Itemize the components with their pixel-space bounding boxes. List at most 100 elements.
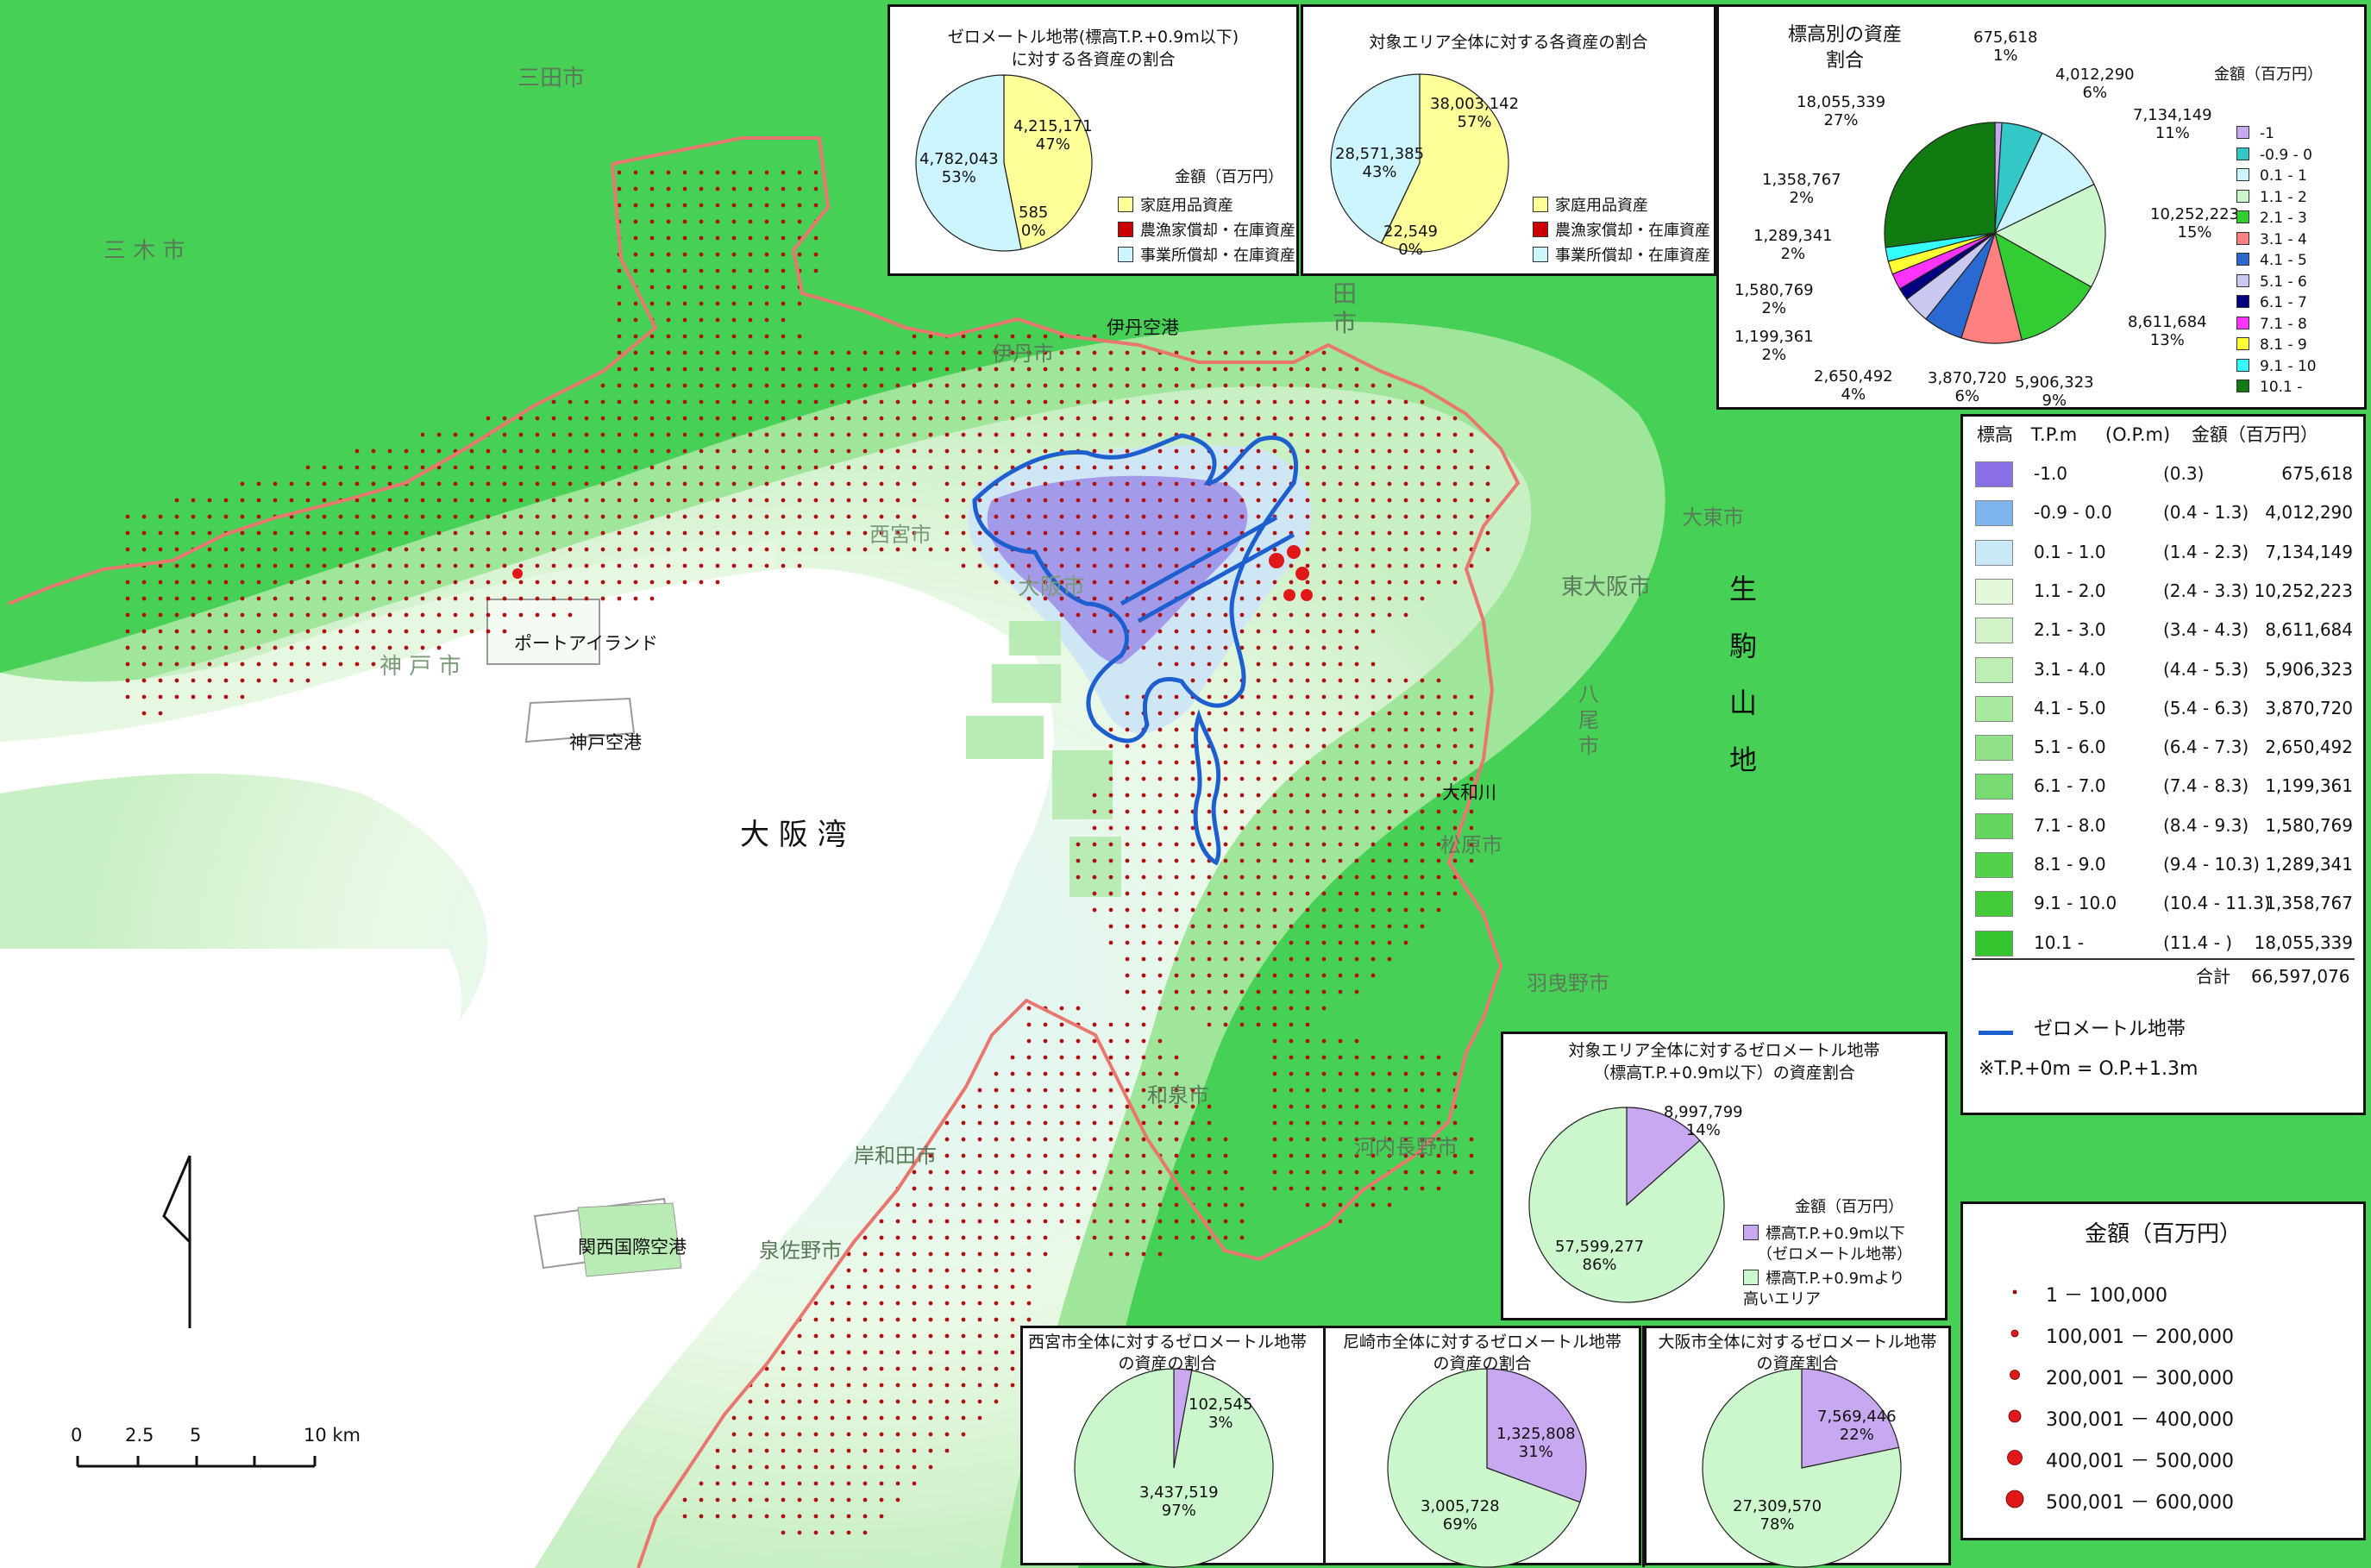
asset-dot: [944, 399, 950, 405]
elevation-range: 8.1 - 9.0: [2034, 854, 2106, 875]
asset-dot: [158, 530, 163, 536]
asset-dot: [977, 465, 982, 470]
asset-dot: [453, 481, 458, 486]
asset-dot: [1305, 1055, 1310, 1060]
asset-dot: [912, 448, 917, 454]
asset-dot: [387, 645, 392, 650]
asset-dot: [1223, 1186, 1228, 1191]
asset-dot: [813, 1350, 819, 1355]
asset-dot: [1141, 580, 1146, 585]
asset-dot: [862, 465, 868, 470]
asset-dot: [338, 580, 343, 585]
asset-dot: [1207, 645, 1212, 650]
asset-dot: [961, 1186, 966, 1191]
asset-dot: [436, 498, 442, 503]
asset-dot: [305, 678, 310, 683]
asset-dot: [682, 367, 687, 372]
asset-dot: [158, 547, 163, 552]
asset-dot: [1436, 760, 1441, 765]
elevation-table-row: 3.1 - 4.0(4.4 - 5.3)5,906,323: [1963, 650, 2363, 689]
asset-dot: [846, 383, 851, 388]
asset-dot: [682, 186, 687, 191]
asset-dot: [1223, 514, 1228, 519]
asset-dot: [1108, 1022, 1113, 1027]
asset-dot: [781, 399, 786, 405]
asset-dot: [617, 170, 622, 175]
asset-dot: [1125, 891, 1130, 896]
asset-dot: [1190, 678, 1195, 683]
asset-dot: [600, 547, 605, 552]
header-op: (O.P.m): [2104, 424, 2171, 445]
asset-dot: [846, 1497, 851, 1502]
legend-swatch: [1118, 197, 1133, 212]
asset-dot: [1141, 367, 1146, 372]
asset-dot: [240, 514, 245, 519]
asset-dot: [584, 547, 589, 552]
asset-dot: [1141, 1104, 1146, 1109]
asset-dot: [961, 1301, 966, 1306]
asset-dot: [764, 481, 769, 486]
asset-dot: [1272, 1022, 1277, 1027]
asset-dot: [1387, 711, 1392, 716]
asset-dot: [1354, 875, 1359, 880]
asset-dot: [1157, 842, 1163, 847]
asset-dot: [453, 596, 458, 601]
asset-dot: [1321, 1038, 1327, 1044]
asset-dot: [1272, 399, 1277, 405]
pie-slice: [1994, 231, 2092, 341]
asset-dot: [862, 1383, 868, 1388]
zero-line-label: ゼロメートル地帯: [2034, 1019, 2186, 1040]
asset-dot: [1338, 629, 1343, 634]
asset-dot: [1076, 1071, 1081, 1076]
op-range: (11.4 - ): [2163, 931, 2233, 953]
asset-dot: [1272, 645, 1277, 650]
asset-dot: [420, 498, 425, 503]
zero-ratio-panel: 対象エリア全体に対するゼロメートル地帯 （標高T.P.+0.9m以下）の資産割合…: [1501, 1032, 1948, 1320]
asset-dot: [1321, 858, 1327, 863]
asset-dot: [1125, 907, 1130, 913]
asset-dot: [1289, 399, 1294, 405]
asset-dot: [797, 1383, 802, 1388]
asset-dot: [1190, 432, 1195, 437]
asset-dot: [1174, 825, 1179, 831]
asset-dot: [1157, 662, 1163, 667]
asset-dot: [1469, 448, 1474, 454]
asset-dot: [666, 580, 671, 585]
asset-dot: [748, 563, 753, 568]
asset-dot: [764, 383, 769, 388]
asset-dot: [502, 629, 507, 634]
asset-dot: [1010, 1350, 1015, 1355]
asset-dot: [1403, 809, 1408, 814]
asset-dot: [1452, 432, 1458, 437]
asset-dot: [1321, 498, 1327, 503]
asset-dot: [1321, 1104, 1327, 1109]
asset-dot: [682, 203, 687, 208]
asset-dot: [1436, 793, 1441, 798]
asset-dot: [240, 498, 245, 503]
asset-dot: [1174, 907, 1179, 913]
asset-dot: [1092, 432, 1097, 437]
asset-dot: [1190, 989, 1195, 994]
asset-dot: [862, 1317, 868, 1322]
asset-dot: [895, 547, 900, 552]
asset-dot: [1076, 1235, 1081, 1240]
asset-dot: [1371, 416, 1376, 421]
asset-dot: [944, 498, 950, 503]
asset-dot: [371, 596, 376, 601]
asset-dot: [1141, 1153, 1146, 1158]
asset-dot: [1207, 1186, 1212, 1191]
asset-dot: [1108, 547, 1113, 552]
asset-dot: [961, 1202, 966, 1207]
asset-dot: [322, 481, 327, 486]
asset-dot: [1272, 596, 1277, 601]
asset-dot: [1207, 875, 1212, 880]
pie-slice: [1380, 73, 1509, 253]
asset-dot: [338, 530, 343, 536]
asset-dot: [731, 170, 737, 175]
asset-dot: [961, 1268, 966, 1273]
asset-dot: [944, 1170, 950, 1175]
asset-dot: [207, 514, 212, 519]
asset-dot: [1387, 875, 1392, 880]
map-label-kansai-airport: 関西国際空港: [578, 1237, 687, 1258]
asset-dot: [404, 612, 409, 618]
